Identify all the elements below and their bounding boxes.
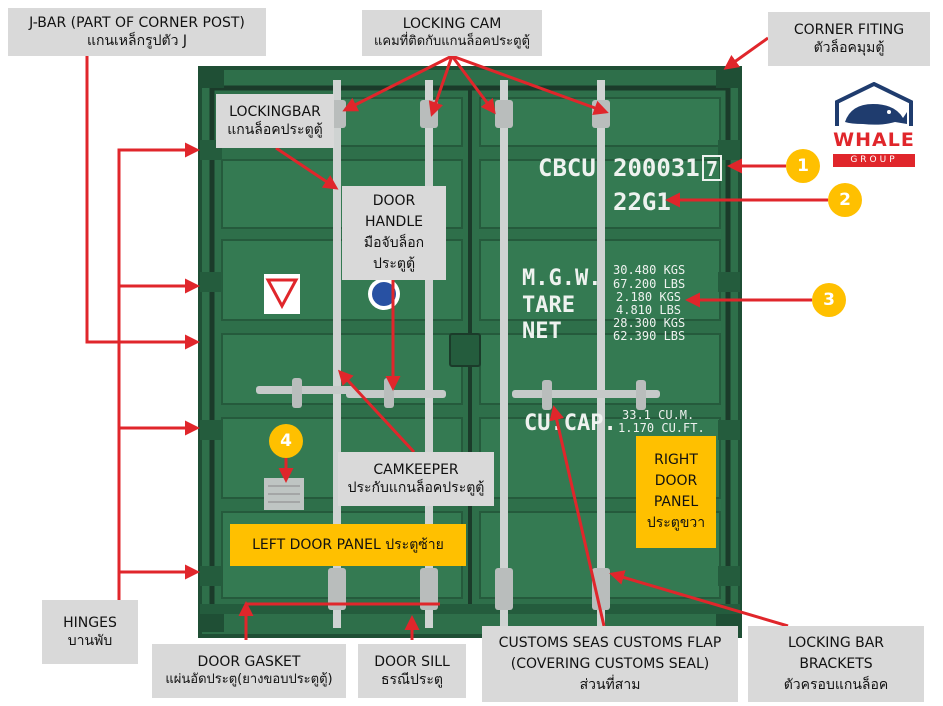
warning-sign-icon [264, 274, 300, 314]
cucap-ft: 1.170 CU.FT. [618, 421, 705, 435]
badge-3: 3 [812, 283, 846, 317]
owner-prefix: CBCU [538, 154, 596, 182]
label-door-handle: DOOR HANDLE มือจับล็อก ประตูตู้ [342, 186, 446, 280]
label-left-door-panel: LEFT DOOR PANEL ประตูซ้าย [230, 524, 466, 566]
badge-4: 4 [269, 424, 303, 458]
emblem-icon [368, 278, 400, 310]
label-door-sill-en: DOOR SILL [374, 654, 450, 670]
data-plate-icon [264, 478, 304, 510]
whale-group-logo: WHALE GROUP [833, 82, 915, 174]
net-lbs: 62.390 LBS [613, 329, 685, 343]
check-digit: 7 [706, 157, 718, 181]
badge-1: 1 [786, 149, 820, 183]
whale-icon [835, 82, 913, 126]
logo-sub: GROUP [833, 154, 915, 167]
label-customs-seal-en2: (COVERING CUSTOMS SEAL) [510, 655, 710, 672]
tare-lbs: 4.810 LBS [616, 303, 681, 317]
type-code: 22G1 [613, 188, 671, 216]
label-right-door-panel-l3: PANEL [653, 494, 699, 510]
label-door-handle-th1: มือจับล็อก [363, 235, 425, 251]
cucap-label: CU.CAP. [524, 411, 617, 436]
label-door-gasket-en: DOOR GASKET [197, 654, 301, 670]
net-label: NET [522, 319, 562, 344]
label-locking-cam: LOCKING CAM แคมที่ติดกับแกนล็อคประตูตู้ [362, 10, 542, 56]
badge-2: 2 [828, 183, 862, 217]
label-door-sill-th: ธรณีประตู [380, 672, 444, 688]
container-markings: CBCU 200031 7 22G1 M.G.W. TARE NET 30.48… [522, 154, 722, 436]
locking-bars [256, 80, 660, 628]
label-lockingbar-en: LOCKINGBAR [229, 104, 321, 120]
annotation-arrows [85, 36, 828, 640]
label-j-bar-th: แกนเหล็กรูปตัว J [86, 33, 188, 49]
label-right-door-panel-l1: RIGHT [654, 452, 698, 468]
label-locking-bar-brackets-th: ตัวครอบแกนล็อค [783, 676, 889, 693]
mgw-label: M.G.W. [522, 266, 601, 291]
label-door-gasket: DOOR GASKET แผ่นอัดประตู(ยางขอบประตูตู้) [152, 644, 346, 698]
label-camkeeper-en: CAMKEEPER [373, 462, 459, 478]
label-camkeeper: CAMKEEPER ประกับแกนล็อคประตูตู้ [338, 452, 494, 506]
label-camkeeper-th: ประกับแกนล็อคประตูตู้ [347, 480, 485, 496]
label-customs-seal-th: ส่วนที่สาม [579, 676, 641, 693]
label-corner-fitting: CORNER FITING ตัวล็อคมุมตู้ [768, 12, 930, 66]
label-locking-bar-brackets-en2: BRACKETS [799, 655, 873, 672]
label-locking-bar-brackets: LOCKING BAR BRACKETS ตัวครอบแกนล็อค [748, 626, 924, 702]
label-door-handle-en1: DOOR [372, 193, 416, 209]
label-locking-bar-brackets-en1: LOCKING BAR [787, 634, 885, 651]
label-right-door-panel: RIGHT DOOR PANEL ประตูขวา [636, 436, 716, 548]
label-j-bar-en: J-BAR (PART OF CORNER POST) [29, 15, 245, 31]
label-left-door-panel-text: LEFT DOOR PANEL ประตูซ้าย [252, 536, 444, 553]
mgw-lbs: 67.200 LBS [613, 277, 685, 291]
label-door-handle-th2: ประตูตู้ [372, 256, 416, 272]
label-customs-seal-en1: CUSTOMS SEAS CUSTOMS FLAP [498, 634, 722, 651]
cucap-m: 33.1 CU.M. [622, 408, 694, 422]
label-locking-cam-th: แคมที่ติดกับแกนล็อคประตูตู้ [374, 34, 530, 49]
net-kgs: 28.300 KGS [613, 316, 685, 330]
label-locking-cam-en: LOCKING CAM [402, 16, 502, 32]
label-hinges-en: HINGES [63, 615, 117, 631]
tare-label: TARE [522, 293, 575, 318]
label-door-gasket-th: แผ่นอัดประตู(ยางขอบประตูตู้) [165, 672, 333, 687]
label-corner-fitting-th: ตัวล็อคมุมตู้ [813, 40, 885, 56]
logo-name: WHALE [833, 129, 915, 151]
label-j-bar: J-BAR (PART OF CORNER POST) แกนเหล็กรูปต… [8, 8, 266, 56]
label-right-door-panel-l2: DOOR [654, 473, 698, 489]
label-corner-fitting-en: CORNER FITING [793, 22, 905, 38]
tare-kgs: 2.180 KGS [616, 290, 681, 304]
label-lockingbar: LOCKINGBAR แกนล็อคประตูตู้ [216, 94, 334, 148]
label-door-handle-en2: HANDLE [364, 214, 423, 230]
serial-number: 200031 [613, 154, 700, 182]
mgw-kgs: 30.480 KGS [613, 263, 685, 277]
label-door-sill: DOOR SILL ธรณีประตู [358, 644, 466, 698]
label-hinges: HINGES บานพับ [42, 600, 138, 664]
label-hinges-th: บานพับ [67, 633, 113, 649]
label-right-door-panel-l4: ประตูขวา [646, 515, 706, 531]
label-customs-seal: CUSTOMS SEAS CUSTOMS FLAP (COVERING CUST… [482, 626, 738, 702]
label-lockingbar-th: แกนล็อคประตูตู้ [227, 122, 323, 138]
